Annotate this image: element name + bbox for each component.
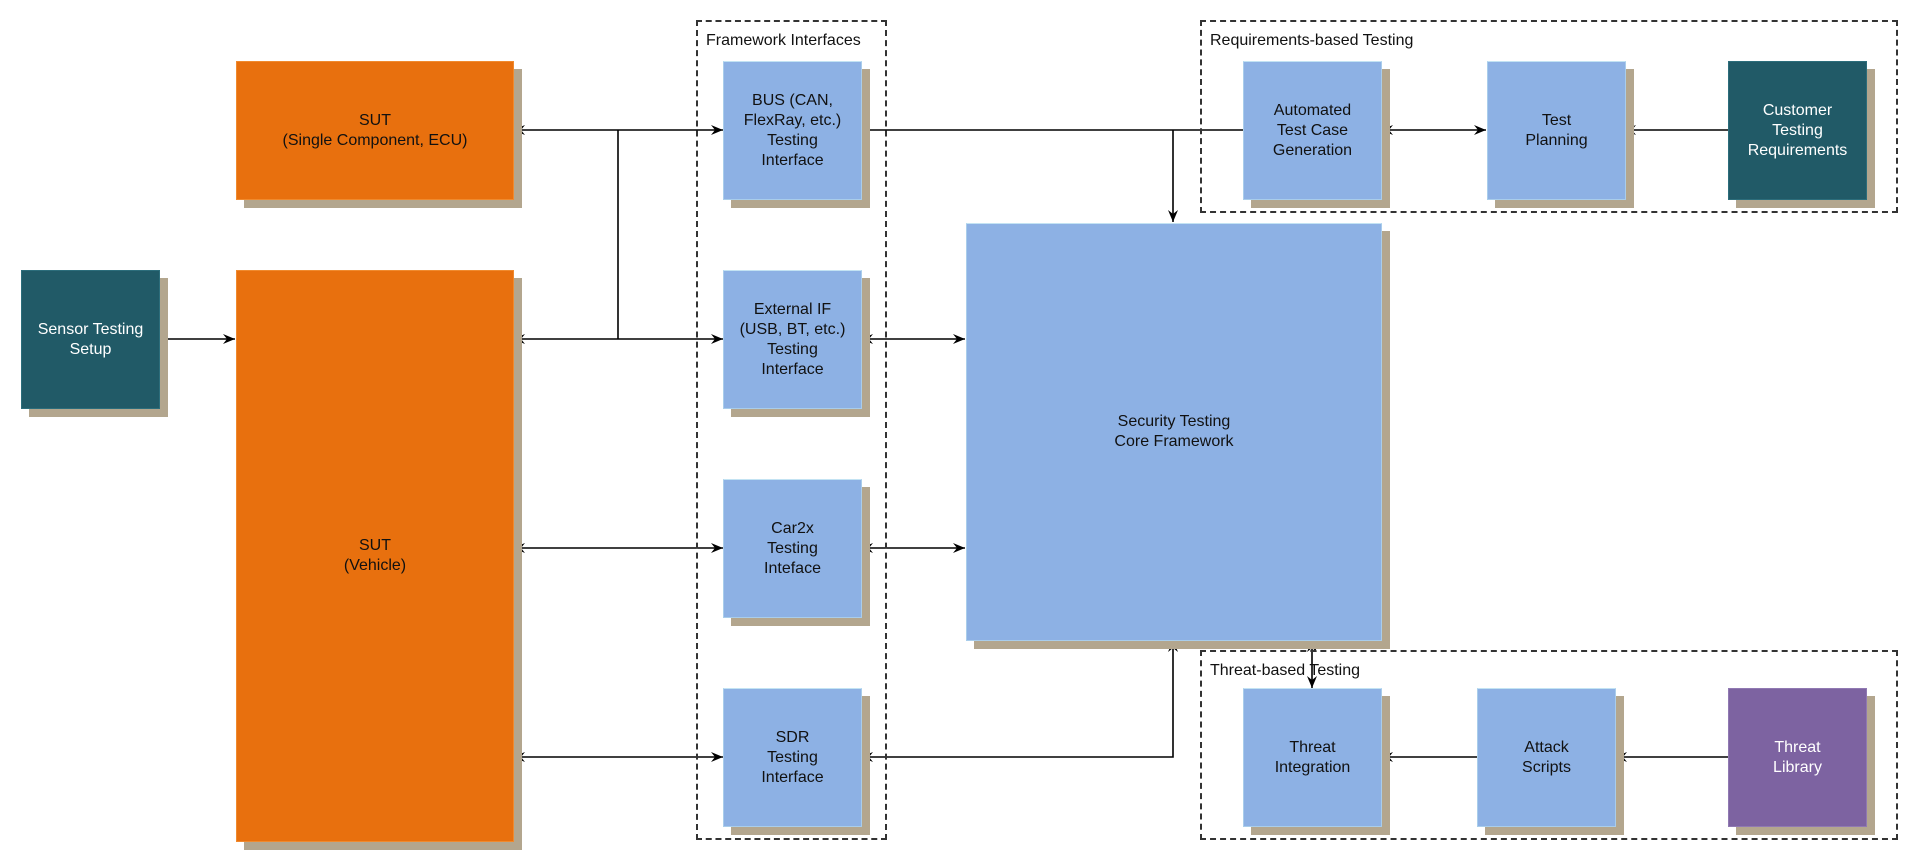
node-sut-vehicle: SUT (Vehicle) [236, 270, 514, 842]
node-label: Car2x Testing Inteface [764, 519, 821, 577]
node-attack-scripts: Attack Scripts [1477, 688, 1616, 827]
node-test-planning: Test Planning [1487, 61, 1626, 200]
node-sdr-interface: SDR Testing Interface [723, 688, 862, 827]
node-label: Automated Test Case Generation [1272, 101, 1353, 159]
node-label: Threat Integration [1274, 738, 1351, 776]
node-label: External IF (USB, BT, etc.) Testing Inte… [739, 300, 846, 378]
node-sensor-setup: Sensor Testing Setup [21, 270, 160, 409]
edge-sdr-core [861, 640, 1178, 762]
node-label: SDR Testing Interface [761, 728, 824, 786]
node-threat-integration: Threat Integration [1243, 688, 1382, 827]
node-label: SUT (Vehicle) [343, 537, 407, 574]
node-label: Security Testing Core Framework [1114, 413, 1234, 450]
node-threat-library: Threat Library [1728, 688, 1867, 827]
node-label: SUT (Single Component, ECU) [282, 111, 468, 149]
group-label: Framework Interfaces [706, 32, 861, 49]
node-label: Threat Library [1773, 738, 1822, 776]
group-label: Threat-based Testing [1210, 662, 1361, 679]
node-bus-interface: BUS (CAN, FlexRay, etc.) Testing Interfa… [723, 61, 862, 200]
node-label: Attack Scripts [1522, 738, 1571, 776]
node-car2x-interface: Car2x Testing Inteface [723, 479, 862, 618]
node-label: Test Planning [1525, 111, 1588, 149]
node-external-interface: External IF (USB, BT, etc.) Testing Inte… [723, 270, 862, 409]
group-threat-testing: Threat-based Testing [1200, 650, 1898, 840]
node-label: BUS (CAN, FlexRay, etc.) Testing Interfa… [743, 91, 842, 169]
group-framework-interfaces: Framework Interfaces [696, 20, 887, 840]
group-label: Requirements-based Testing [1210, 32, 1414, 49]
node-automated-generation: Automated Test Case Generation [1243, 61, 1382, 200]
node-sut-component: SUT (Single Component, ECU) [236, 61, 514, 200]
node-label: Customer Testing Requirements [1747, 101, 1848, 159]
node-label: Sensor Testing Setup [37, 320, 144, 358]
node-core-framework: Security Testing Core Framework [966, 223, 1382, 641]
group-requirements-testing: Requirements-based Testing [1200, 20, 1898, 213]
node-customer-requirements: Customer Testing Requirements [1728, 61, 1867, 200]
